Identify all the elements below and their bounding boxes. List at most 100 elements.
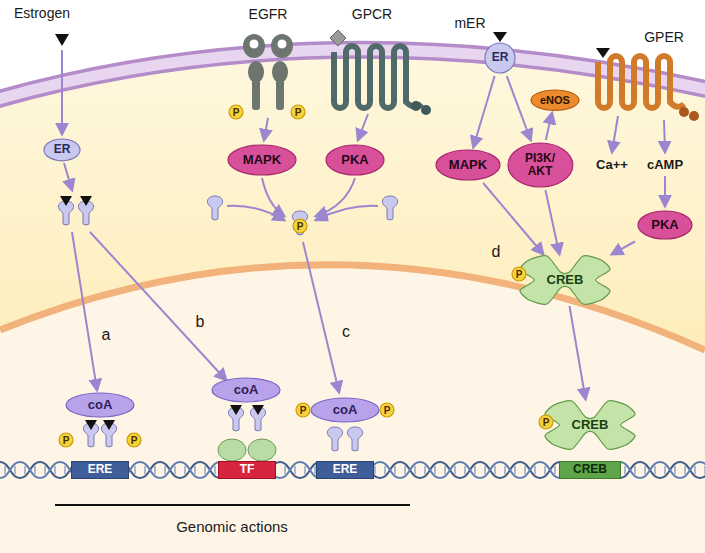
node-shape	[545, 401, 635, 450]
gpcr-receptor	[334, 46, 422, 108]
arrow	[72, 232, 97, 390]
pathway-letter: c	[342, 323, 350, 341]
node-text: P	[63, 435, 70, 446]
node-shape	[508, 143, 573, 187]
dna-element-box: ERE	[71, 461, 129, 479]
node-shape	[66, 393, 134, 417]
node-text: MAPK	[243, 153, 281, 167]
node-text: PKA	[651, 218, 678, 232]
messenger-name: cAMP	[647, 158, 683, 172]
node-shape	[520, 256, 610, 305]
pathway-letter: d	[492, 243, 501, 261]
arrow	[316, 178, 355, 216]
pathway-letter: a	[102, 326, 111, 344]
receptor-name: GPER	[644, 30, 684, 45]
bracket-caption: Genomic actions	[176, 519, 288, 536]
signal-arrow	[569, 306, 585, 399]
receptor	[327, 427, 342, 451]
estrogen-ligand	[55, 34, 69, 46]
arrow	[90, 232, 226, 380]
phosphate-circle: P	[295, 402, 311, 418]
node-text: P	[300, 405, 307, 416]
node-text: CREB	[547, 273, 584, 287]
node-shape	[293, 219, 307, 233]
node-shape	[326, 145, 384, 175]
enos-ellipse: eNOS	[530, 89, 580, 111]
node-text: coA	[234, 383, 259, 397]
node-text: ERE	[88, 463, 113, 476]
arrow	[61, 50, 63, 134]
arrow	[664, 176, 666, 206]
membrane-receptor-circle: ER	[484, 42, 516, 74]
node-text: ER	[492, 51, 509, 64]
coactivator-ellipse: coA	[65, 392, 135, 418]
phosphate-circle: P	[126, 432, 142, 448]
node-shape	[317, 462, 374, 479]
node-shape	[212, 378, 280, 402]
estrogen-ligand	[493, 32, 507, 42]
kinase-ellipse: PI3K/ AKT	[507, 142, 574, 188]
arrow	[358, 114, 368, 140]
kinase-ellipse: PKA	[637, 210, 693, 240]
nuclear-envelope	[0, 265, 705, 350]
node-shape	[72, 462, 129, 479]
signal-arrow	[507, 76, 531, 140]
creb-element-box: CREB	[559, 461, 621, 479]
phosphate-circle: P	[292, 218, 308, 234]
estrogen-ligand	[60, 196, 72, 206]
arrow	[303, 242, 339, 392]
node-shape	[512, 267, 526, 281]
node-shape	[219, 462, 276, 479]
receptor	[347, 427, 362, 451]
dna-element-box: ERE	[316, 461, 374, 479]
node-text: coA	[333, 403, 358, 417]
node-text: P	[543, 417, 550, 428]
node-shape	[539, 415, 553, 429]
phosphate-circle: P	[511, 266, 527, 282]
estrogen-ligand	[103, 420, 115, 430]
gper-receptor	[598, 56, 684, 108]
g-protein	[679, 107, 689, 117]
arrow	[612, 116, 618, 152]
node-text: P	[295, 107, 302, 118]
estrogen-ligand	[230, 405, 242, 415]
node-shape	[44, 139, 80, 161]
coactivator-ellipse: coA	[310, 397, 380, 423]
phosphate-circle: P	[228, 104, 244, 120]
cytoplasm	[0, 50, 705, 553]
estrogen-ligand	[85, 420, 97, 430]
node-text: eNOS	[540, 94, 570, 106]
node-shape	[560, 462, 621, 479]
coactivator-ellipse: coA	[211, 377, 281, 403]
phosphate-circle: P	[379, 402, 395, 418]
node-text: coA	[88, 398, 113, 412]
arrow	[664, 120, 665, 152]
bracket-line	[55, 504, 410, 506]
node-text: PKA	[341, 153, 368, 167]
creb-protein: CREB	[545, 401, 635, 449]
g-protein	[421, 105, 431, 115]
node-text: PI3K/ AKT	[519, 152, 561, 178]
transcription-factor	[218, 439, 246, 461]
signal-arrow	[612, 242, 635, 255]
node-shape	[485, 43, 515, 73]
pathway-letter: b	[196, 313, 205, 331]
receptor	[382, 196, 397, 220]
estrogen-ligand	[252, 405, 264, 415]
node-text: P	[384, 405, 391, 416]
messenger-name: Ca++	[596, 158, 628, 172]
node-shape	[296, 403, 310, 417]
node-shape	[380, 403, 394, 417]
signal-arrow	[545, 190, 559, 254]
signal-arrow	[473, 76, 494, 147]
node-text: P	[297, 221, 304, 232]
estrogen-ligand	[596, 48, 610, 58]
dna-helix	[0, 458, 705, 482]
node-text: CREB	[573, 463, 607, 476]
receptor-name: mER	[454, 16, 485, 31]
node-text: ERE	[333, 463, 358, 476]
arrow	[316, 206, 378, 220]
